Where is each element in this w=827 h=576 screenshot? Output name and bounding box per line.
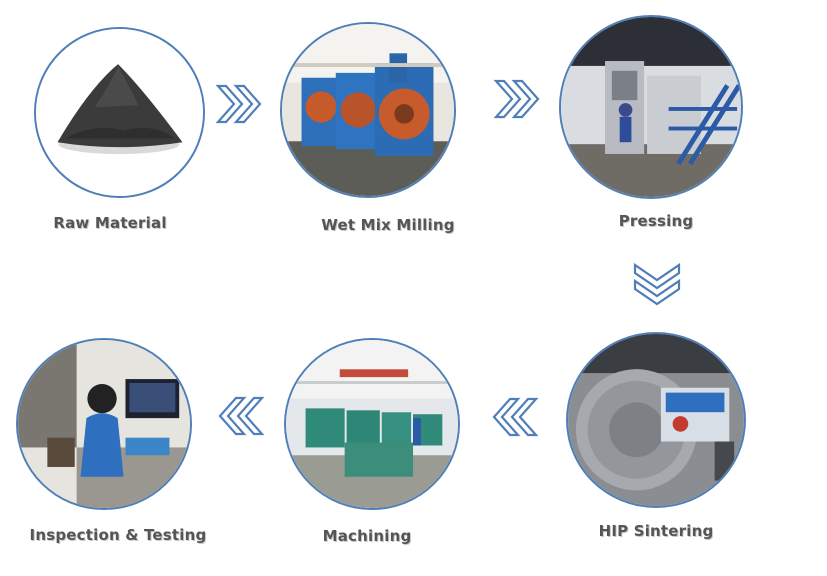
double-chevron-down-icon [632, 262, 682, 306]
double-chevron-left-icon [490, 395, 540, 439]
raw-material-photo [34, 27, 205, 198]
step-wet-mix-milling [280, 22, 456, 198]
step-label-machining: Machining [257, 527, 477, 545]
double-chevron-right-icon [214, 82, 264, 126]
step-label-inspection-testing: Inspection & Testing [8, 526, 228, 544]
step-machining [284, 338, 460, 510]
step-label-raw-material: Raw Material [0, 214, 220, 232]
hip-sintering-photo [566, 332, 746, 508]
wet-mix-milling-photo [280, 22, 456, 198]
double-chevron-left-icon [216, 394, 266, 438]
step-hip-sintering [566, 332, 746, 508]
pressing-photo [559, 15, 743, 199]
double-chevron-right-icon [492, 77, 542, 121]
step-raw-material [34, 27, 205, 198]
inspection-testing-photo [16, 338, 192, 510]
machining-photo [284, 338, 460, 510]
step-label-pressing: Pressing [546, 212, 766, 230]
step-inspection-testing [16, 338, 192, 510]
step-pressing [559, 15, 743, 199]
step-label-hip-sintering: HIP Sintering [546, 522, 766, 540]
step-label-wet-mix-milling: Wet Mix Milling [278, 216, 498, 234]
